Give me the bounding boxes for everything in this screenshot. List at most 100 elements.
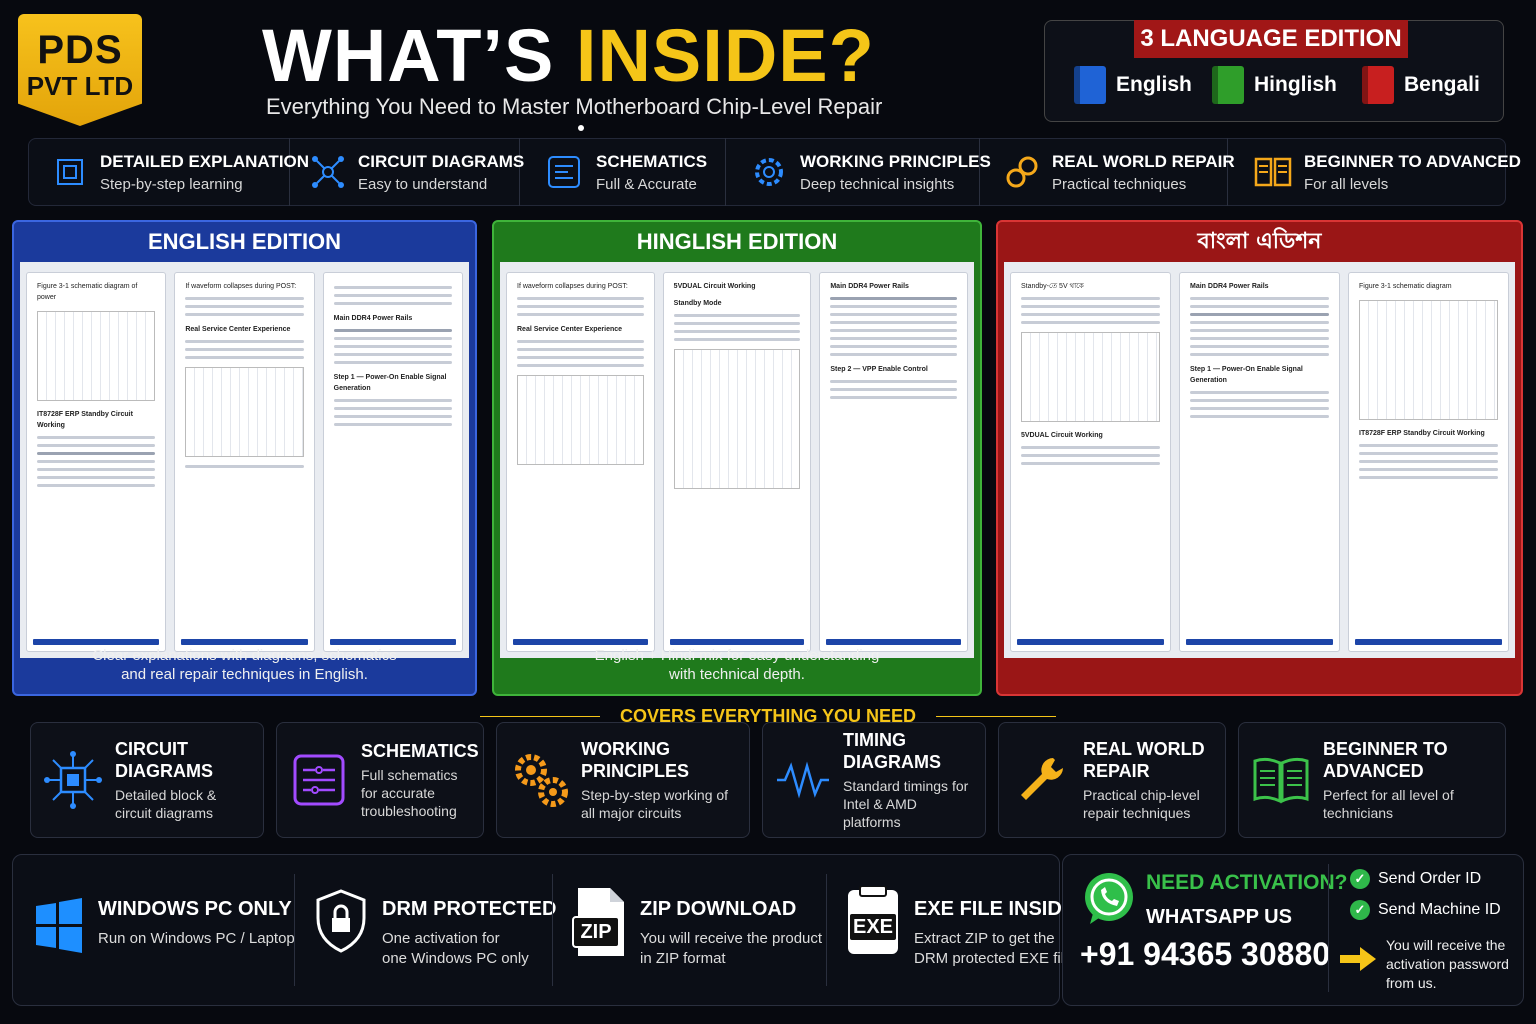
edition-caption: and real repair techniques in English. — [121, 666, 368, 683]
step-label: Send Machine ID — [1378, 901, 1501, 918]
page-heading: Figure 3-1 schematic diagram of power — [37, 283, 138, 301]
feature-sub: Deep technical insights — [800, 175, 955, 193]
logo-line1: PDS — [37, 28, 123, 72]
chip-icon — [52, 152, 88, 192]
language-label: Bengali — [1404, 73, 1480, 96]
cover-timing-diagrams: TIMING DIAGRAMS Standard timings for Inte… — [762, 722, 986, 838]
feature-real-world-repair: REAL WORLD REPAIR Practical techniques — [1004, 138, 1235, 206]
book-page: If waveform collapses during POST:Real S… — [506, 272, 655, 652]
zip-label: ZIP — [572, 916, 620, 948]
covers-title: COVERS EVERYTHING YOU NEED — [619, 706, 917, 726]
activation-panel — [1062, 854, 1524, 1006]
feature-sub: Easy to understand — [358, 175, 488, 193]
step-send-machine-id: ✓ Send Machine ID — [1350, 900, 1501, 920]
page-heading: Main DDR4 Power Rails — [1190, 283, 1269, 290]
cover-sub: Standard timings for Intel & AMD platfor… — [843, 778, 969, 830]
feature-sub: Step-by-step learning — [100, 175, 243, 193]
cover-title: CIRCUIT DIAGRAMS — [115, 739, 213, 781]
book-icon — [1254, 152, 1292, 192]
feature-title: WORKING PRINCIPLES — [800, 151, 991, 171]
cover-sub: Perfect for all level of technicians — [1323, 787, 1454, 821]
edition-title: ENGLISH EDITION — [147, 229, 342, 254]
waveform-icon — [775, 750, 831, 810]
feature-sub: Full & Accurate — [596, 175, 697, 193]
info-sub: Extract ZIP to get the — [914, 930, 1055, 947]
bengali-edition-panel: বাংলা এডিশন Standby-তে 5V থাকে5VDUAL Cir… — [996, 220, 1523, 696]
page-heading: If waveform collapses during POST: — [517, 283, 628, 290]
whatsapp-icon[interactable] — [1080, 870, 1138, 933]
language-label: Hinglish — [1254, 73, 1337, 96]
network-icon — [310, 152, 346, 192]
cover-title: REAL WORLD REPAIR — [1083, 739, 1205, 781]
green-book-icon — [1212, 66, 1244, 104]
feature-title: SCHEMATICS — [596, 151, 708, 171]
feature-schematics: SCHEMATICS Full & Accurate — [544, 138, 726, 206]
page-heading: Figure 3-1 schematic diagram — [1359, 283, 1452, 290]
page-text: Step 1 — Power-On Enable Signal Generati… — [1190, 366, 1303, 384]
cover-schematics: SCHEMATICS Full schematics for accurate t… — [276, 722, 484, 838]
page-text: Standby Mode — [673, 300, 722, 307]
circuit-figure — [673, 349, 801, 489]
divider — [1328, 864, 1329, 992]
circuit-figure — [1359, 300, 1498, 420]
cover-title: TIMING DIAGRAMS — [843, 730, 941, 772]
divider — [826, 874, 827, 986]
info-windows: WINDOWS PC ONLY Run on Windows PC / Lapto… — [34, 880, 295, 961]
phone-number[interactable]: +91 94365 30880 — [1080, 936, 1331, 972]
check-icon: ✓ — [1350, 900, 1370, 920]
page-text: IT8728F ERP Standby Circuit Working — [37, 411, 133, 429]
gear-icon — [750, 152, 788, 192]
info-title: WINDOWS PC ONLY — [98, 898, 292, 920]
note-line: from us. — [1386, 975, 1437, 991]
info-sub: DRM protected EXE file — [914, 950, 1073, 967]
exe-file-icon: EXE — [846, 886, 900, 958]
feature-sub: For all levels — [1304, 175, 1389, 193]
page-text: Step 2 — VPP Enable Control — [830, 366, 928, 373]
info-title: ZIP DOWNLOAD — [640, 898, 797, 920]
title-part-white: WHAT’S — [262, 14, 576, 97]
note-line: activation password — [1386, 956, 1509, 972]
feature-title: REAL WORLD REPAIR — [1052, 151, 1235, 171]
edition-pages: Standby-তে 5V থাকে5VDUAL Circuit Working… — [1004, 262, 1515, 658]
feature-sub: Practical techniques — [1052, 175, 1187, 193]
edition-caption: Clear explanations with diagrams, schema… — [92, 647, 397, 664]
book-page: If waveform collapses during POST:Real S… — [174, 272, 315, 652]
covers-rule-right — [936, 716, 1056, 717]
edition-title: বাংলা এডিশন — [1197, 229, 1322, 254]
brand-logo: PDS PVT LTD — [18, 14, 142, 126]
shield-lock-icon — [314, 888, 368, 959]
cover-beginner-to-advanced: BEGINNER TO ADVANCED Perfect for all leve… — [1238, 722, 1506, 838]
page-heading: 5VDUAL Circuit Working — [673, 283, 756, 290]
info-title: DRM PROTECTED — [382, 898, 557, 920]
info-sub: Run on Windows PC / Laptop — [98, 930, 295, 947]
divider — [294, 874, 295, 986]
divider — [552, 874, 553, 986]
wrench-icon — [1011, 750, 1071, 810]
page-text: 5VDUAL Circuit Working — [1021, 432, 1103, 439]
cover-title: BEGINNER TO ADVANCED — [1323, 739, 1448, 781]
step-send-order-id: ✓Send Order ID — [1350, 869, 1481, 889]
open-book-icon — [1251, 750, 1311, 810]
cover-sub: Full schematics for accurate troubleshoo… — [361, 767, 458, 819]
page-subtitle: Everything You Need to Master Motherboar… — [266, 94, 883, 119]
page-heading: Main DDR4 Power Rails — [830, 283, 909, 290]
info-sub: one Windows PC only — [382, 950, 529, 967]
edition-caption: English + Hindi mix for easy understandi… — [594, 647, 880, 664]
language-bengali: Bengali — [1362, 64, 1480, 106]
language-label: English — [1116, 73, 1192, 96]
circuit-figure — [1021, 332, 1160, 422]
arrow-right-icon — [1338, 944, 1378, 979]
schematic-icon — [289, 750, 349, 810]
zip-file-icon: ZIP — [572, 886, 626, 958]
cover-title: SCHEMATICS — [361, 741, 479, 761]
